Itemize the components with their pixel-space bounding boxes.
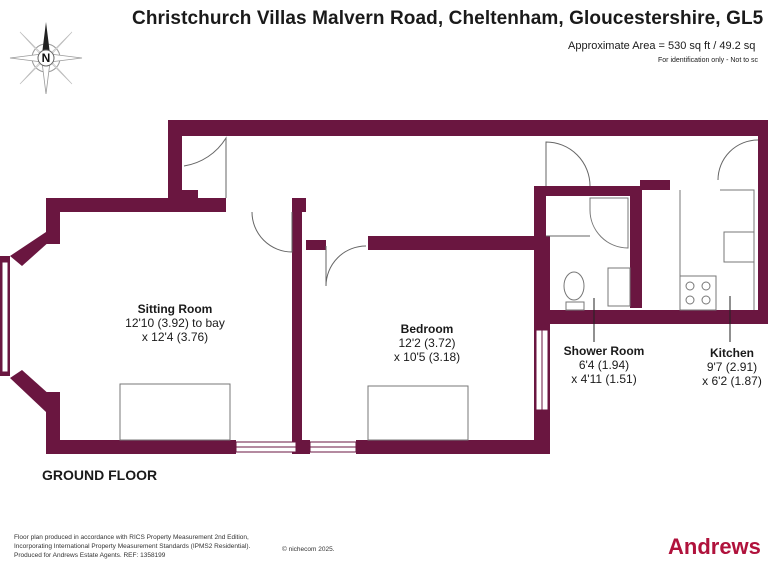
fixtures <box>119 189 755 441</box>
room-dimension: 12'10 (3.92) to bay <box>125 316 225 330</box>
room-shower-room: Shower Room 6'4 (1.94) x 4'11 (1.51) <box>556 344 652 386</box>
room-dimension: 9'7 (2.91) <box>706 360 758 374</box>
room-kitchen: Kitchen 9'7 (2.91) x 6'2 (1.87) <box>692 346 768 388</box>
footer-line: Incorporating International Property Mea… <box>14 543 251 550</box>
windows <box>1 261 549 453</box>
room-name: Bedroom <box>400 322 454 336</box>
pointer-lines <box>593 296 731 342</box>
room-bedroom: Bedroom 12'2 (3.72) x 10'5 (3.18) <box>382 322 472 364</box>
room-dimension: 12'2 (3.72) <box>398 336 456 350</box>
room-dimension: x 12'4 (3.76) <box>141 330 209 344</box>
room-dimension: x 4'11 (1.51) <box>571 372 637 386</box>
compass-rose-icon: N <box>9 22 83 95</box>
brand-name: Andrews <box>668 534 761 559</box>
room-name: Shower Room <box>563 344 645 358</box>
walls <box>0 120 768 454</box>
footer-notes: Floor plan produced in accordance with R… <box>14 533 250 560</box>
room-dimension: x 6'2 (1.87) <box>702 374 762 388</box>
copyright-text: © nichecom 2025. <box>282 546 335 553</box>
property-address-title: Christchurch Villas Malvern Road, Chelte… <box>132 8 764 29</box>
footer-line: Produced for Andrews Estate Agents. REF:… <box>14 552 166 559</box>
identification-note: For identification only - Not to sc <box>658 57 758 64</box>
floor-label: GROUND FLOOR <box>42 467 158 483</box>
room-name: Kitchen <box>709 346 754 360</box>
room-sitting-room: Sitting Room 12'10 (3.92) to bay x 12'4 … <box>112 302 238 344</box>
door-swings <box>183 136 759 287</box>
approximate-area: Approximate Area = 530 sq ft / 49.2 sq <box>568 40 756 52</box>
room-dimension: x 10'5 (3.18) <box>393 350 461 364</box>
room-dimension: 6'4 (1.94) <box>578 358 630 372</box>
footer-line: Floor plan produced in accordance with R… <box>14 534 249 541</box>
andrews-logo: Andrews <box>668 532 768 562</box>
room-name: Sitting Room <box>137 302 213 316</box>
compass-north-letter: N <box>42 51 51 65</box>
